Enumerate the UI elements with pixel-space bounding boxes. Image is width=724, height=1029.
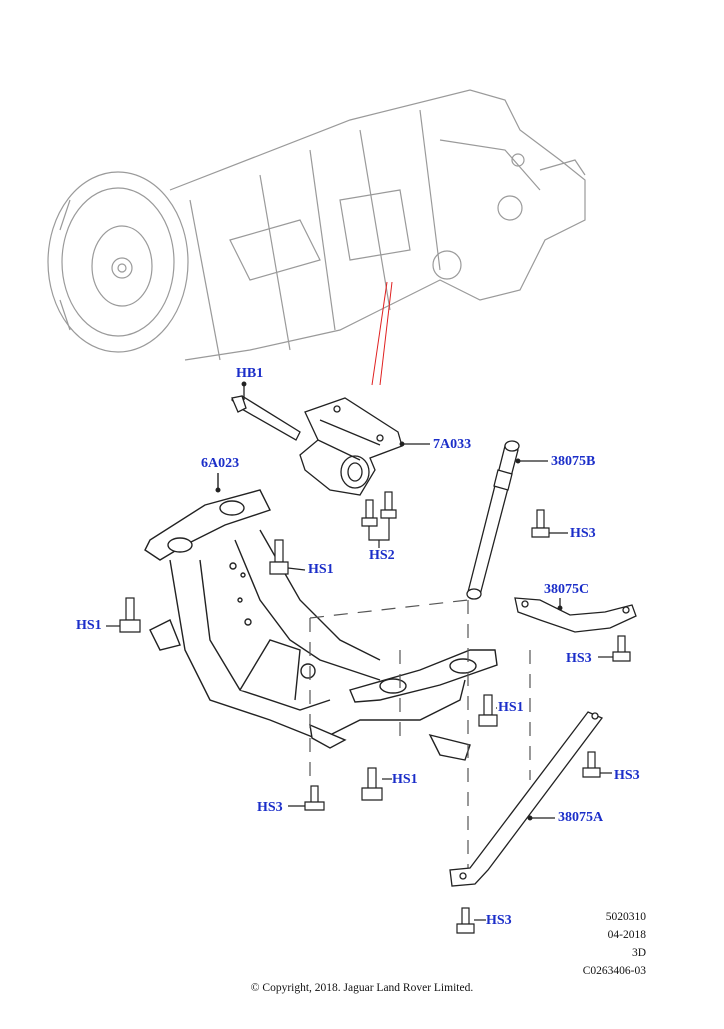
brace-38075a <box>449 711 604 887</box>
callout-hs1-b: HS1 <box>498 700 524 715</box>
fastener-bolts <box>106 509 631 934</box>
callout-hs3-b: HS3 <box>566 651 592 666</box>
meta-view: 3D <box>631 947 646 959</box>
callout-hs3-d: HS3 <box>257 800 283 815</box>
callout-7a033: 7A033 <box>433 437 472 452</box>
meta-code: C0263406-03 <box>582 965 646 977</box>
brace-38075c <box>514 597 637 633</box>
callout-hs2: HS2 <box>369 548 395 563</box>
bolts-hs2 <box>361 491 397 548</box>
meta-date: 04-2018 <box>607 929 646 941</box>
diagram-meta: 5020310 04-2018 3D C0263406-03 <box>583 908 646 980</box>
callout-hb1: HB1 <box>236 366 264 381</box>
callout-38075a: 38075A <box>558 810 604 825</box>
bolt-hb1 <box>230 381 301 441</box>
transmission-illustration <box>47 89 586 361</box>
callout-hs3-e: HS3 <box>486 913 512 928</box>
copyright-notice: © Copyright, 2018. Jaguar Land Rover Lim… <box>250 982 474 994</box>
callout-hs1-left: HS1 <box>76 618 102 633</box>
callout-hs1-a: HS1 <box>308 562 334 577</box>
callout-hs3-a: HS3 <box>570 526 596 541</box>
callout-38075b: 38075B <box>551 454 596 469</box>
callout-6a023: 6A023 <box>201 456 240 471</box>
guide-lines <box>371 281 393 386</box>
meta-id: 5020310 <box>605 911 646 923</box>
callout-hs3-c: HS3 <box>614 768 640 783</box>
brace-38075b <box>466 440 548 600</box>
callout-hs1-c: HS1 <box>392 772 418 787</box>
crossmember-6a023 <box>144 473 498 761</box>
mount-7a033 <box>299 397 430 496</box>
phantom-lines <box>309 599 531 870</box>
callout-38075c: 38075C <box>544 582 590 597</box>
